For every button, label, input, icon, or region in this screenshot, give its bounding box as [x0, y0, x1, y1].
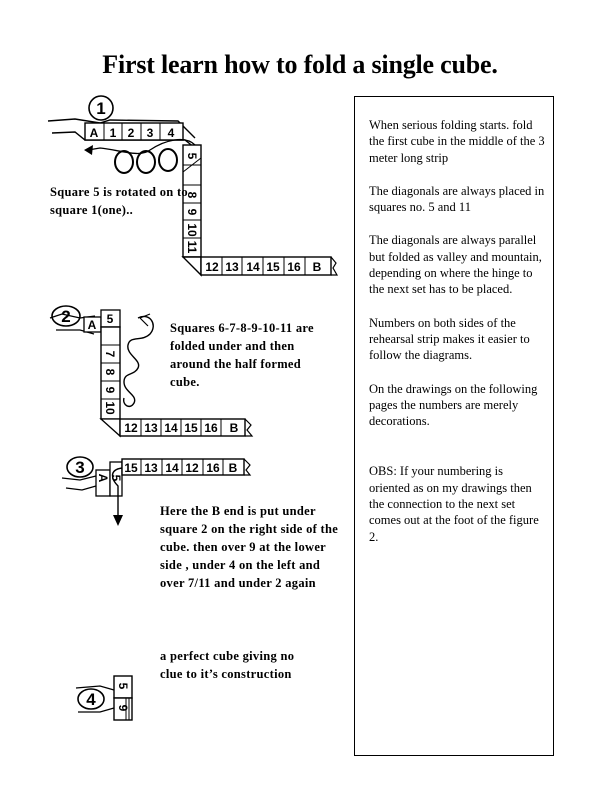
strip-label: 8	[103, 369, 117, 376]
strip-label: 1	[110, 126, 117, 140]
step3-caption: Here the B end is put under square 2 on …	[160, 504, 339, 590]
step2-caption: Squares 6-7-8-9-10-11 are folded under a…	[170, 321, 314, 389]
step2-diagram: 2 A 5 7 8 9 10 12 13 14 15 16 B	[49, 305, 254, 438]
strip-label: 9	[185, 209, 199, 216]
strip-label: 5	[185, 153, 199, 160]
strip-label: 13	[225, 260, 239, 274]
strip-label: 8	[185, 192, 199, 199]
strip-label: 10	[103, 401, 117, 415]
strip-label: 7	[103, 351, 117, 358]
note-paragraph: Numbers on both sides of the rehearsal s…	[369, 315, 530, 363]
step4-number: 4	[86, 690, 96, 709]
note-paragraph: When serious folding starts. fold the fi…	[369, 118, 545, 165]
strip-label: 5	[109, 475, 123, 482]
strip-label: 12	[124, 421, 138, 435]
strip-label: 4	[168, 126, 175, 140]
strip-label: 11	[185, 241, 199, 254]
strip-label: 13	[144, 461, 158, 475]
strip-label: 14	[165, 461, 179, 475]
strip-label: 14	[164, 421, 178, 435]
strip-label: 9	[116, 705, 130, 712]
strip-label: 12	[205, 260, 219, 274]
strip-label: 15	[184, 421, 198, 435]
strip-label: 3	[147, 126, 154, 140]
strip-label: A	[90, 126, 99, 140]
strip-label: 12	[185, 461, 199, 475]
strip-label: 2	[128, 126, 135, 140]
page-title: First learn how to fold a single cube.	[102, 50, 498, 79]
step1-caption: Square 5 is rotated on to square 1(one).…	[50, 185, 188, 217]
strip-label: 5	[107, 312, 114, 326]
notes-box: When serious folding starts. fold the fi…	[354, 96, 554, 756]
strip-label: 16	[287, 260, 301, 274]
strip-label: 15	[124, 461, 138, 475]
step2-number: 2	[61, 307, 70, 326]
strip-label: 16	[206, 461, 220, 475]
strip-label: 10	[185, 223, 199, 237]
strip-label: 9	[103, 387, 117, 394]
step4-caption: a perfect cube giving no clue to it’s co…	[160, 649, 295, 681]
strip-label: B	[230, 421, 239, 435]
step1-diagram: 1 A 1 2 3 4 5 8 9 10 11	[47, 95, 339, 277]
strip-label: A	[88, 318, 97, 332]
note-paragraph: The diagonals are always placed in squar…	[369, 183, 545, 215]
step3-number: 3	[75, 458, 84, 477]
strip-label: 14	[246, 260, 260, 274]
strip-label: B	[313, 260, 322, 274]
strip-label: B	[229, 461, 238, 475]
strip-label: 5	[116, 683, 130, 690]
note-paragraph: The diagonals are always parallel but fo…	[369, 233, 542, 297]
step1-number: 1	[96, 99, 105, 118]
strip-label: 13	[144, 421, 158, 435]
step3-diagram: 3 A 5 15 13 14 12 16 B	[61, 456, 252, 526]
strip-label: A	[96, 474, 110, 483]
note-paragraph: OBS: If your numbering is oriented as on…	[369, 464, 539, 544]
note-paragraph: On the drawings on the following pages t…	[369, 381, 538, 429]
strip-label: 16	[204, 421, 218, 435]
strip-label: 15	[266, 260, 280, 274]
step4-diagram: 4 5 9	[75, 675, 133, 721]
